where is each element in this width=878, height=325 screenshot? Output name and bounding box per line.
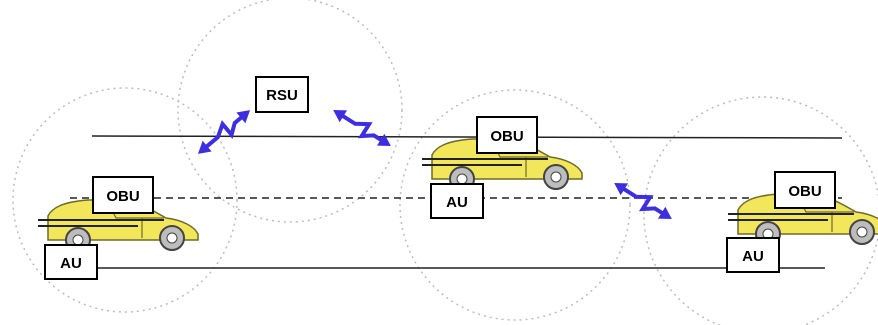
wireless-link-icon	[608, 175, 678, 227]
coverage-circle-middle	[399, 89, 631, 321]
au-box-left: AU	[44, 244, 98, 280]
obu-label: OBU	[788, 183, 821, 200]
au-label: AU	[742, 248, 764, 265]
au-label: AU	[60, 255, 82, 272]
coverage-circle-rsu	[177, 0, 403, 223]
au-box-right: AU	[726, 237, 780, 273]
wireless-link-icon	[191, 102, 257, 162]
au-box-middle: AU	[430, 183, 484, 219]
obu-box-middle: OBU	[476, 116, 538, 154]
rsu-label: RSU	[266, 87, 298, 104]
rsu-box: RSU	[255, 76, 309, 113]
au-label: AU	[446, 194, 468, 211]
road-top-edge	[91, 135, 843, 139]
coverage-circle-left	[12, 87, 238, 313]
obu-box-left: OBU	[92, 176, 154, 214]
obu-label: OBU	[490, 128, 523, 145]
coverage-areas	[12, 0, 878, 325]
wireless-link-icon	[327, 102, 397, 154]
obu-label: OBU	[106, 188, 139, 205]
obu-box-right: OBU	[774, 171, 836, 209]
